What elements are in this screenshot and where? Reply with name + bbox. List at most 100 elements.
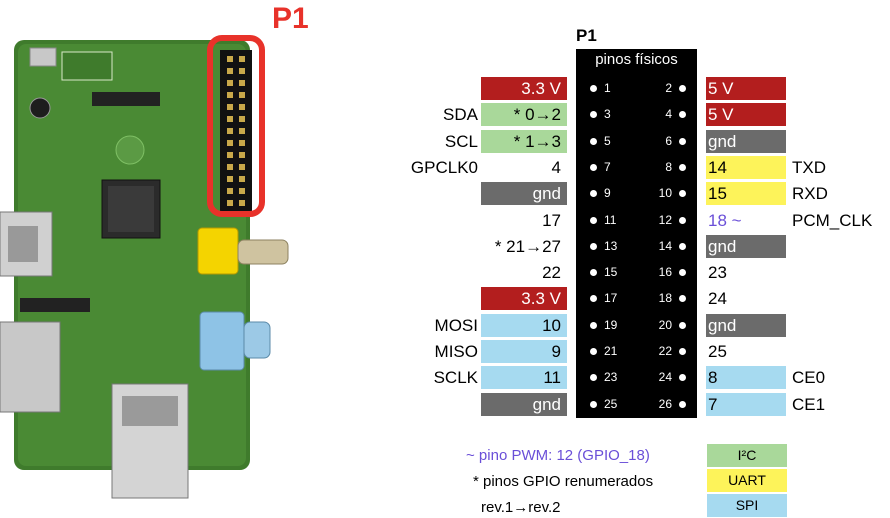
pin-number: 18	[659, 291, 672, 305]
pin-dot-icon	[679, 401, 686, 408]
pinout-header-subtitle: pinos físicos	[576, 51, 697, 68]
left-gpio-value: 3.3 V	[481, 287, 567, 310]
pin-dot-icon	[679, 269, 686, 276]
legend-box: SPI	[707, 494, 787, 517]
right-gpio-value: 8	[706, 366, 786, 389]
right-signal-label: RXD	[792, 182, 828, 205]
left-gpio-value: 9	[481, 340, 567, 363]
pin-right: 16	[642, 261, 686, 284]
pin-left: 15	[590, 261, 630, 284]
pin-right: 12	[642, 209, 686, 232]
pin-left: 3	[590, 103, 630, 126]
pin-number: 16	[659, 265, 672, 279]
pin-dot-icon	[590, 401, 597, 408]
left-signal-label: SDA	[388, 103, 478, 126]
pin-dot-icon	[590, 164, 597, 171]
pin-number: 19	[604, 318, 617, 332]
pin-number: 14	[659, 239, 672, 253]
right-signal-label: CE0	[792, 366, 825, 389]
pin-number: 5	[604, 134, 611, 148]
left-signal-label	[388, 393, 478, 416]
pin-dot-icon	[590, 85, 597, 92]
left-signal-label	[388, 77, 478, 100]
pin-dot-icon	[679, 111, 686, 118]
pin-number: 13	[604, 239, 617, 253]
right-gpio-value: 18 ~	[706, 209, 786, 232]
pin-number: 22	[659, 344, 672, 358]
pin-right: 24	[642, 366, 686, 389]
pin-dot-icon	[679, 217, 686, 224]
left-gpio-value: 10	[481, 314, 567, 337]
pin-right: 18	[642, 287, 686, 310]
pin-number: 20	[659, 318, 672, 332]
pin-dot-icon	[679, 322, 686, 329]
pin-dot-icon	[679, 295, 686, 302]
left-gpio-value: 4	[481, 156, 567, 179]
right-gpio-value: 23	[706, 261, 786, 284]
pin-number: 12	[659, 213, 672, 227]
pin-right: 10	[642, 182, 686, 205]
pin-dot-icon	[590, 243, 597, 250]
pin-right: 22	[642, 340, 686, 363]
legend-note: * pinos GPIO renumerados	[473, 472, 653, 492]
pin-left: 5	[590, 130, 630, 153]
right-gpio-value: gnd	[706, 314, 786, 337]
pin-left: 9	[590, 182, 630, 205]
pin-number: 9	[604, 186, 611, 200]
pin-dot-icon	[679, 138, 686, 145]
pin-dot-icon	[679, 374, 686, 381]
pin-number: 1	[604, 81, 611, 95]
left-signal-label	[388, 235, 478, 258]
left-signal-label	[388, 287, 478, 310]
pin-number: 7	[604, 160, 611, 174]
pin-number: 23	[604, 370, 617, 384]
legend-box: I²C	[707, 444, 787, 467]
legend-box: UART	[707, 469, 787, 492]
pin-number: 6	[665, 134, 672, 148]
pin-number: 4	[665, 107, 672, 121]
pin-dot-icon	[679, 243, 686, 250]
left-signal-label	[388, 182, 478, 205]
left-signal-label	[388, 261, 478, 284]
right-signal-label: PCM_CLK	[792, 209, 872, 232]
left-signal-label: GPCLK0	[388, 156, 478, 179]
pin-number: 26	[659, 397, 672, 411]
pin-number: 11	[604, 213, 616, 227]
pin-number: 15	[604, 265, 617, 279]
pin-right: 26	[642, 393, 686, 416]
legend-note: rev.1→rev.2	[481, 498, 560, 518]
pin-dot-icon	[590, 295, 597, 302]
pin-dot-icon	[679, 164, 686, 171]
right-gpio-value: 24	[706, 287, 786, 310]
legend-note: ~ pino PWM: 12 (GPIO_18)	[466, 446, 650, 466]
right-gpio-value: 25	[706, 340, 786, 363]
pin-dot-icon	[590, 322, 597, 329]
pin-right: 20	[642, 314, 686, 337]
pin-dot-icon	[679, 348, 686, 355]
pin-number: 21	[604, 344, 617, 358]
pin-dot-icon	[679, 85, 686, 92]
pin-left: 13	[590, 235, 630, 258]
pin-dot-icon	[679, 190, 686, 197]
pin-number: 10	[659, 186, 672, 200]
left-gpio-value: 11	[481, 366, 567, 389]
right-signal-label: TXD	[792, 156, 826, 179]
left-gpio-value: 17	[481, 209, 567, 232]
left-signal-label	[388, 209, 478, 232]
pin-number: 8	[665, 160, 672, 174]
pin-number: 25	[604, 397, 617, 411]
pin-number: 17	[604, 291, 617, 305]
pin-dot-icon	[590, 374, 597, 381]
pin-left: 1	[590, 77, 630, 100]
right-gpio-value: 7	[706, 393, 786, 416]
left-gpio-value: gnd	[481, 393, 567, 416]
pin-dot-icon	[590, 111, 597, 118]
left-signal-label: SCLK	[388, 366, 478, 389]
pin-left: 17	[590, 287, 630, 310]
pin-number: 2	[665, 81, 672, 95]
right-gpio-value: 14	[706, 156, 786, 179]
pin-number: 3	[604, 107, 611, 121]
left-signal-label: SCL	[388, 130, 478, 153]
pin-right: 6	[642, 130, 686, 153]
